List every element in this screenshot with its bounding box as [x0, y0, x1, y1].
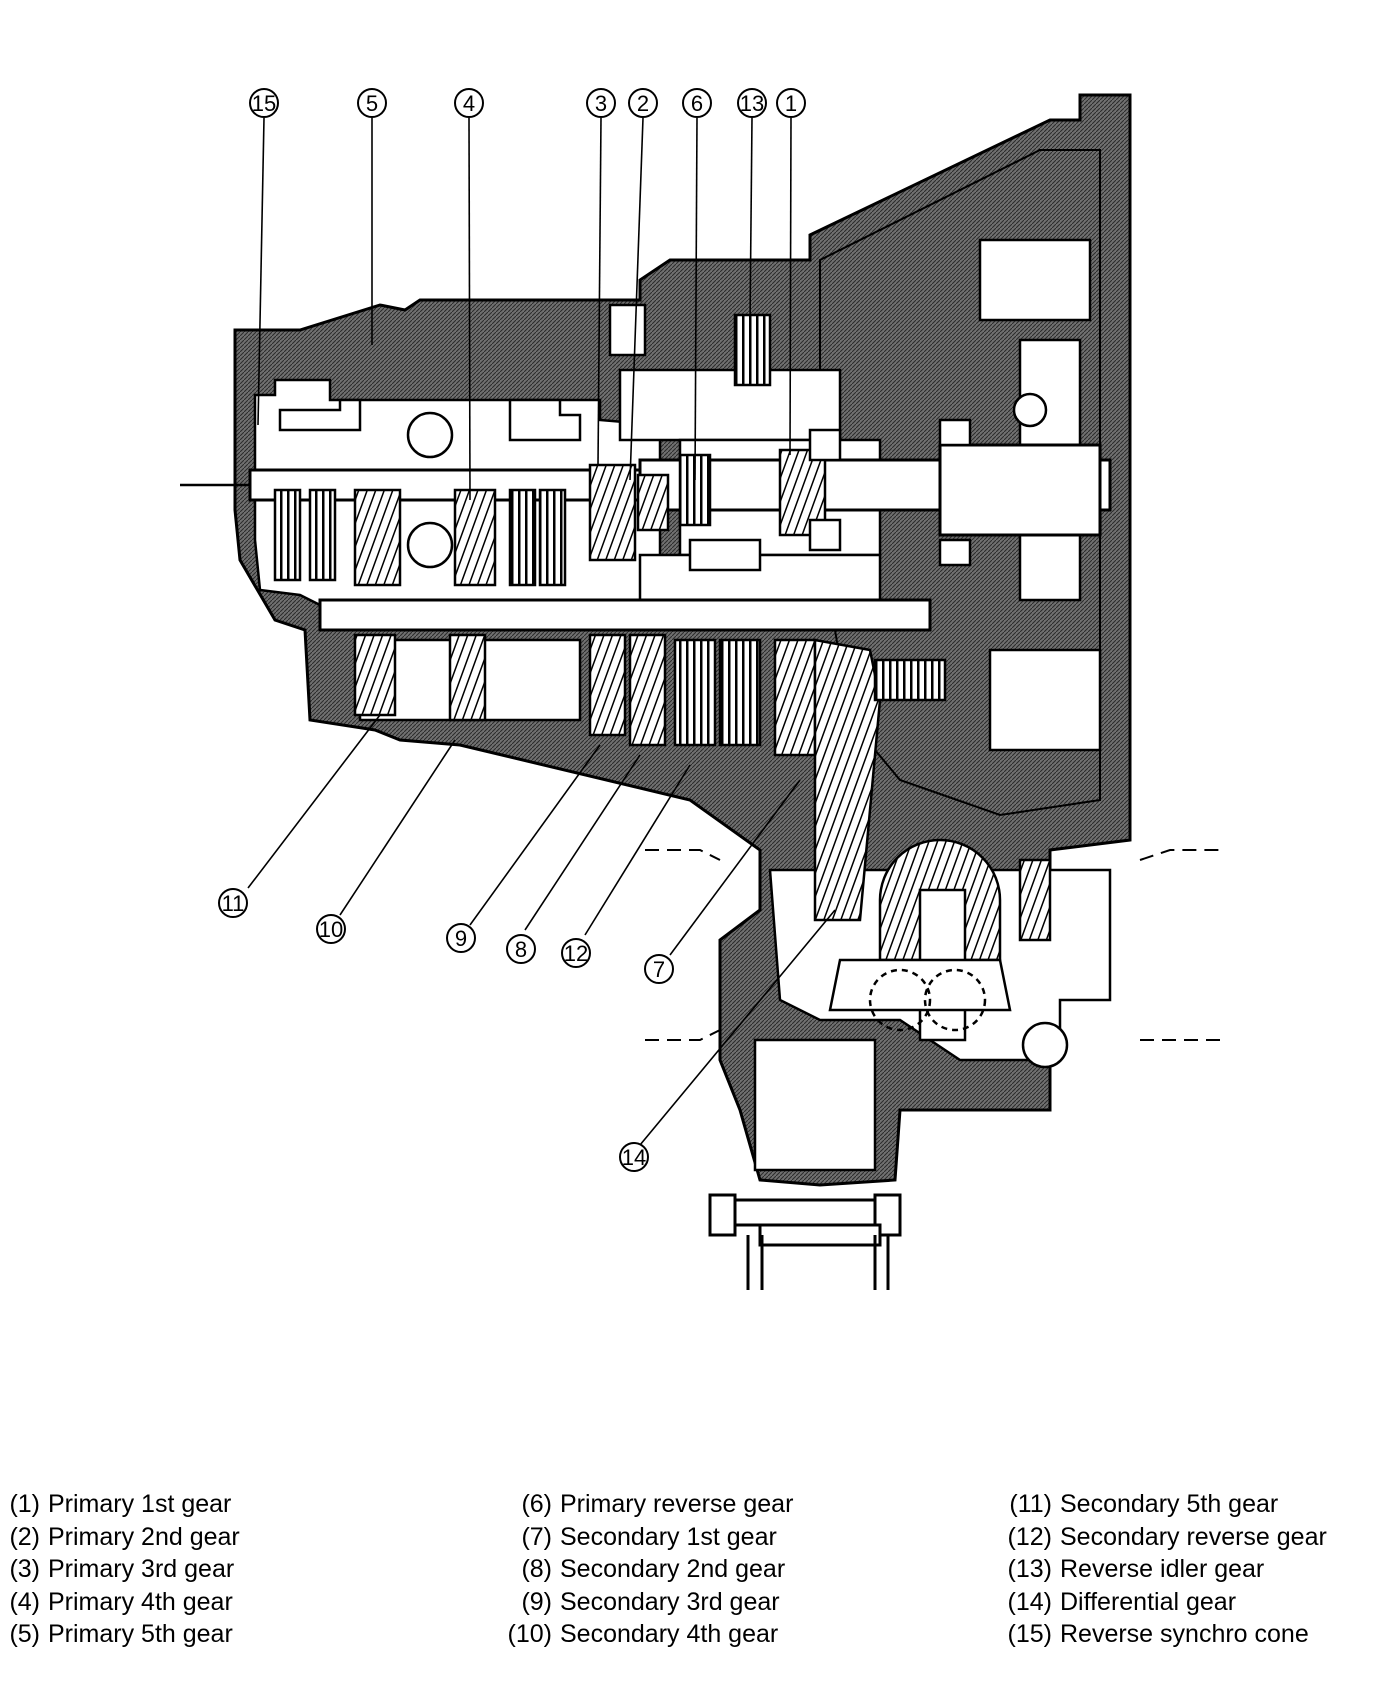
- legend-item: (14)Differential gear: [1007, 1587, 1237, 1616]
- callout-6: 6: [682, 88, 712, 118]
- callout-13: 13: [737, 88, 767, 118]
- svg-text:3: 3: [595, 91, 607, 116]
- svg-text:8: 8: [515, 937, 527, 962]
- svg-text:6: 6: [691, 91, 703, 116]
- callout-9: 9: [446, 923, 476, 953]
- callouts: 15 5 4 3 2 6 13 1 11 10 9 8 12 7 14: [218, 88, 806, 1172]
- legend-column-1: (1)Primary 1st gear (2)Primary 2nd gear …: [0, 1488, 240, 1651]
- callout-5: 5: [357, 88, 387, 118]
- callout-14: 14: [619, 1142, 649, 1172]
- secondary-gears: [353, 633, 947, 922]
- drive-shaft: [708, 1193, 902, 1290]
- svg-text:4: 4: [463, 91, 475, 116]
- legend-item: (3)Primary 3rd gear: [9, 1555, 235, 1583]
- legend-item: (7)Secondary 1st gear: [521, 1522, 777, 1551]
- legend-item: (13)Reverse idler gear: [1007, 1555, 1265, 1583]
- legend-item: (9)Secondary 3rd gear: [521, 1587, 780, 1616]
- svg-text:12: 12: [564, 941, 588, 966]
- legend-item: (11)Secondary 5th gear: [1009, 1490, 1279, 1518]
- legend-column-3: (11)Secondary 5th gear (12)Secondary rev…: [1002, 1488, 1327, 1651]
- primary-gears: [273, 313, 827, 587]
- svg-text:11: 11: [222, 891, 245, 916]
- legend-item: (2)Primary 2nd gear: [9, 1522, 240, 1551]
- leader-lines: [247, 117, 836, 1146]
- differential: [828, 838, 1069, 1069]
- svg-text:13: 13: [740, 91, 764, 116]
- callout-10: 10: [316, 914, 346, 944]
- callout-7: 7: [644, 954, 674, 984]
- callout-1: 1: [776, 88, 806, 118]
- legend-item: (12)Secondary reverse gear: [1007, 1522, 1327, 1551]
- synchronizers: [278, 303, 1048, 572]
- callout-12: 12: [561, 938, 591, 968]
- legend-column-2: (6)Primary reverse gear (7)Secondary 1st…: [502, 1488, 794, 1651]
- axle-centerlines: [645, 849, 1220, 1041]
- callout-3: 3: [586, 88, 616, 118]
- svg-text:7: 7: [653, 957, 665, 982]
- legend-item: (5)Primary 5th gear: [9, 1620, 233, 1648]
- legend-item: (8)Secondary 2nd gear: [521, 1555, 786, 1583]
- callout-15: 15: [249, 88, 279, 118]
- callout-11: 11: [218, 888, 248, 918]
- callout-4: 4: [454, 88, 484, 118]
- svg-text:5: 5: [366, 91, 378, 116]
- transmission-cross-section: 15 5 4 3 2 6 13 1 11 10 9 8 12 7 14: [180, 88, 1220, 1290]
- svg-text:1: 1: [785, 91, 797, 116]
- legend-item: (10)Secondary 4th gear: [507, 1620, 779, 1648]
- legend-item: (1)Primary 1st gear: [9, 1490, 232, 1518]
- callout-2: 2: [628, 88, 658, 118]
- svg-text:10: 10: [319, 917, 343, 942]
- svg-text:9: 9: [455, 926, 467, 951]
- callout-8: 8: [506, 934, 536, 964]
- svg-text:14: 14: [622, 1145, 646, 1170]
- legend-item: (4)Primary 4th gear: [9, 1587, 233, 1616]
- svg-text:2: 2: [637, 91, 649, 116]
- legend-item: (6)Primary reverse gear: [521, 1490, 794, 1518]
- legend-item: (15)Reverse synchro cone: [1007, 1620, 1309, 1648]
- svg-text:15: 15: [252, 91, 276, 116]
